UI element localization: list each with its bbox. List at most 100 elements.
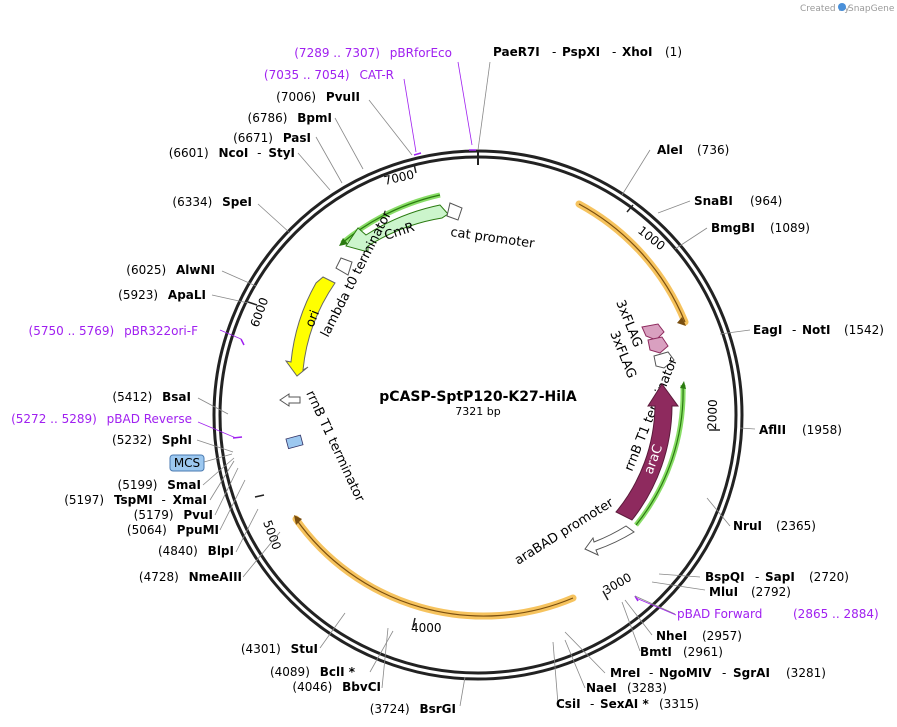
primer-name-pbrforeco: pBRforEco (390, 46, 452, 60)
site-name-sgrai: SgrAI (733, 666, 770, 680)
site-pos-bmti: (2961) (683, 645, 723, 659)
site-name-bbvci: BbvCI (342, 680, 381, 694)
site-name-xmai: XmaI (173, 493, 207, 507)
arac-outer-arc-line (635, 384, 684, 526)
site-name-paer7i: PaeR7I (493, 45, 540, 59)
mcs-label: MCS (174, 456, 200, 470)
mcs-leader (203, 453, 233, 463)
site-name-styi: StyI (268, 146, 295, 160)
site-pos-bsai: (5412) (112, 390, 152, 404)
rrnb-right-arrow[interactable] (653, 351, 675, 369)
site-label-pvui: (5179) PvuI (134, 508, 213, 522)
flag1-feature[interactable] (641, 323, 665, 341)
orf-arc-top-right (575, 200, 689, 326)
site-label-mrei: MreI - NgoMIV - SgrAI (3281) (610, 666, 826, 680)
site-pos-paer7i: (1) (665, 45, 682, 59)
primer-name-cat-r: CAT-R (359, 68, 394, 82)
site-label-ncoi: (6601) NcoI - StyI (169, 146, 295, 160)
tick-label-2000: 2000 (705, 399, 720, 430)
site-name-sapi: SapI (765, 570, 795, 584)
site-name-blpi: BlpI (208, 544, 234, 558)
site-label-nrui: NruI (2365) (733, 519, 816, 533)
site-name-bsrgi: BsrGI (419, 702, 456, 716)
site-label-bsrgi: (3724) BsrGI (370, 702, 456, 716)
cmr-arc-line (341, 194, 441, 244)
site-name-pspxi: PspXI (562, 45, 600, 59)
primer-name-pbad-forward: pBAD Forward (677, 607, 762, 621)
site-name-aflii: AflII (759, 423, 786, 437)
site-label-eagi: EagI - NotI (1542) (753, 323, 884, 337)
leader-lines-left (196, 99, 466, 707)
snapgene-logo-icon (838, 3, 846, 11)
site-pos-bbvci: (4046) (292, 680, 332, 694)
site-label-spei: (6334) SpeI (172, 195, 252, 209)
flag2-feature[interactable] (647, 336, 669, 354)
site-label-apali: (5923) ApaLI (118, 288, 206, 302)
cmr-arc-arrowhead (339, 238, 348, 246)
site-pos-ncoi: (6601) (169, 146, 209, 160)
site-name-mrei: MreI (610, 666, 640, 680)
site-pos-snabi: (964) (750, 194, 782, 208)
site-sep-mrei-2: - (722, 666, 726, 680)
arac-feature[interactable] (615, 383, 679, 521)
leader-lines-right (477, 61, 756, 705)
tick-label-6000: 6000 (248, 296, 272, 329)
site-name-alei: AleI (657, 143, 683, 157)
ori-feature[interactable] (284, 276, 336, 377)
arabad-promoter-label: araBAD promoter (512, 495, 617, 568)
site-name-sphi: SphI (162, 433, 192, 447)
site-name-bsai: BsaI (162, 390, 191, 404)
orf-arc-bottom-left-arrowhead (294, 515, 302, 525)
mcs-box-small[interactable] (285, 434, 304, 450)
tick-label-7000: 7000 (383, 167, 416, 188)
arac-outer-arc-arrowhead (680, 381, 686, 389)
site-name-smai: SmaI (167, 478, 201, 492)
site-name-sexai: SexAI * (600, 697, 649, 711)
site-name-bmgbi: BmgBI (711, 221, 755, 235)
site-pos-bspqi: (2720) (809, 570, 849, 584)
site-label-pvuii: (7006) PvuII (276, 90, 360, 104)
site-name-csii: CsiI (556, 697, 581, 711)
site-sep-paer7i-2: - (612, 45, 616, 59)
site-sep-eagi: - (792, 323, 796, 337)
lambda-t0-terminator-arrow[interactable] (335, 257, 353, 276)
site-label-ppumi: (5064) PpuMI (127, 523, 219, 537)
site-pos-stui: (4301) (241, 642, 281, 656)
site-label-bmgbi: BmgBI (1089) (711, 221, 810, 235)
site-label-nmeaiii: (4728) NmeAIII (139, 570, 242, 584)
site-label-nhei: NheI (2957) (656, 629, 742, 643)
site-label-bspqi: BspQI - SapI (2720) (705, 570, 849, 584)
site-label-alei: AleI (736) (657, 143, 729, 157)
site-label-bcli: (4089) BclI * (270, 665, 356, 679)
site-label-naei: NaeI (3283) (586, 681, 667, 695)
site-pos-blpi: (4840) (158, 544, 198, 558)
orf-arc-top-right-arrowhead (677, 317, 686, 326)
site-pos-pvuii: (7006) (276, 90, 316, 104)
mcs-label-box[interactable] (169, 454, 205, 472)
tick-label-3000: 3000 (601, 570, 634, 597)
site-label-snabi: SnaBI (964) (694, 194, 782, 208)
site-name-snabi: SnaBI (694, 194, 733, 208)
site-label-paer7i: PaeR7I - PspXI - XhoI (1) (493, 45, 682, 59)
site-pos-alwni: (6025) (126, 263, 166, 277)
site-label-alwni: (6025) AlwNI (126, 263, 215, 277)
site-sep-csii: - (590, 697, 594, 711)
site-pos-bmgbi: (1089) (770, 221, 810, 235)
primer-range-cat-r: (7035 .. 7054) (264, 68, 350, 82)
site-pos-bcli: (4089) (270, 665, 310, 679)
site-label-stui: (4301) StuI (241, 642, 318, 656)
primer-leaders (197, 61, 677, 616)
site-pos-nrui: (2365) (776, 519, 816, 533)
cmr-feature[interactable] (345, 204, 449, 253)
arabad-promoter-arrow[interactable] (584, 525, 635, 556)
site-pos-pasi: (6671) (233, 131, 273, 145)
primer-range-pbad-reverse: (5272 .. 5289) (11, 412, 97, 426)
site-name-bmti: BmtI (640, 645, 672, 659)
site-label-aflii: AflII (1958) (759, 423, 842, 437)
site-pos-apali: (5923) (118, 288, 158, 302)
site-name-nmeaiii: NmeAIII (189, 570, 242, 584)
site-pos-eagi: (1542) (844, 323, 884, 337)
rrnb-left-arrow[interactable] (279, 393, 301, 407)
site-label-pasi: (6671) PasI (233, 131, 311, 145)
cat-promoter-arrow[interactable] (446, 202, 463, 221)
